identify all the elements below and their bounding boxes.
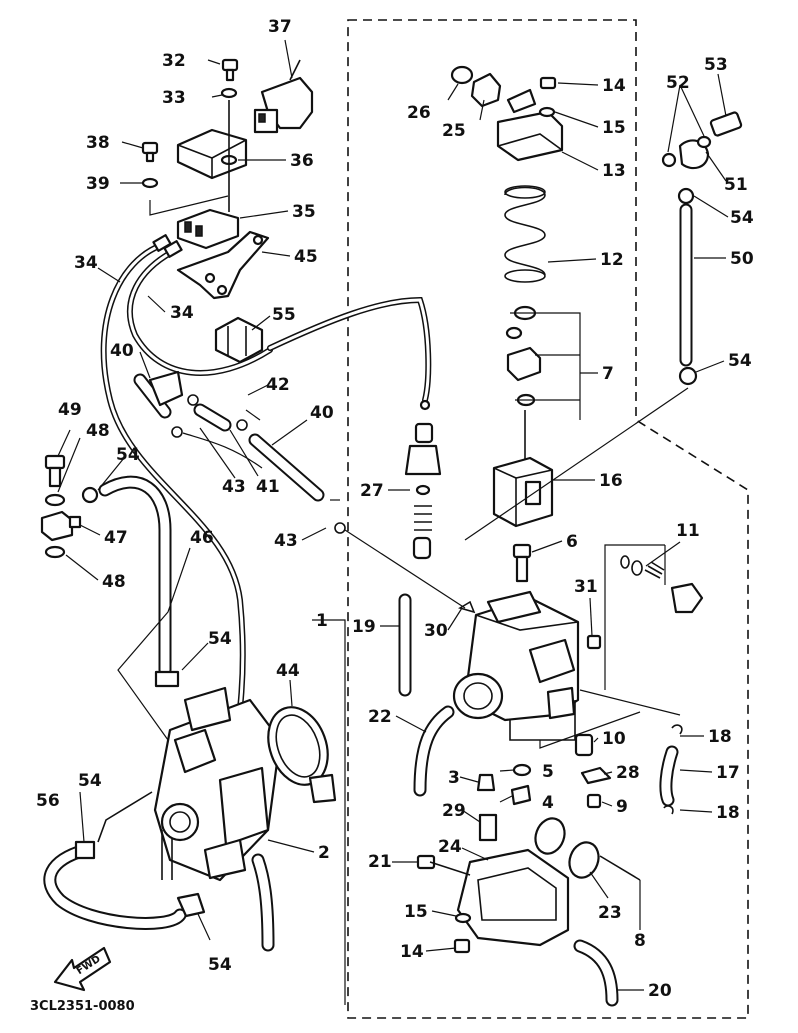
callout-54d: 54	[208, 955, 232, 975]
hose-17	[659, 724, 683, 815]
callout-14b: 14	[400, 942, 424, 962]
callout-34a: 34	[74, 253, 98, 273]
callout-11: 11	[676, 521, 700, 541]
callout-54c: 54	[78, 771, 102, 791]
callout-12: 12	[600, 250, 624, 270]
carburetor-assembly-left	[153, 686, 282, 952]
callout-40a: 40	[110, 341, 134, 361]
callout-54e: 54	[730, 208, 754, 228]
callout-39: 39	[86, 174, 110, 194]
callout-15b: 15	[404, 902, 428, 922]
hose-22	[413, 705, 455, 797]
pilot-screw-set	[604, 544, 704, 690]
screw-31	[586, 634, 602, 650]
throttle-valve	[492, 456, 554, 528]
vent-pipe-50	[464, 111, 743, 541]
float-chamber-group	[416, 817, 641, 1007]
callout-40b: 40	[310, 403, 334, 423]
callout-44: 44	[276, 661, 300, 681]
callout-49: 49	[58, 400, 82, 420]
callout-54b: 54	[208, 629, 232, 649]
callout-35: 35	[292, 202, 316, 222]
callout-18b: 18	[716, 803, 740, 823]
callout-46: 46	[190, 528, 214, 548]
callout-23: 23	[598, 903, 622, 923]
carb-top-cover	[496, 76, 564, 162]
callout-30: 30	[424, 621, 448, 641]
callout-25: 25	[442, 121, 466, 141]
hose-band-44	[267, 706, 337, 804]
callout-45: 45	[294, 247, 318, 267]
leader-lines	[57, 39, 729, 1005]
callout-6: 6	[566, 532, 578, 552]
callout-52: 52	[666, 73, 690, 93]
throttle-stop-screw	[512, 543, 532, 583]
hot-starter-cable	[214, 296, 432, 411]
carburetor-body-right	[452, 590, 681, 749]
callout-48b: 48	[102, 572, 126, 592]
cdi-unit-group	[141, 58, 314, 300]
callout-18a: 18	[708, 727, 732, 747]
callout-47: 47	[104, 528, 128, 548]
callout-8: 8	[634, 931, 646, 951]
callout-34b: 34	[170, 303, 194, 323]
callout-3: 3	[448, 768, 460, 788]
callout-27: 27	[360, 481, 384, 501]
hot-starter-plunger	[404, 422, 442, 560]
callout-42: 42	[266, 375, 290, 395]
callout-22: 22	[368, 707, 392, 727]
callout-28: 28	[616, 763, 640, 783]
callout-51: 51	[724, 175, 748, 195]
jet-needle-group	[505, 305, 581, 462]
callout-50: 50	[730, 249, 754, 269]
callout-16: 16	[599, 471, 623, 491]
callout-36: 36	[290, 151, 314, 171]
callout-33: 33	[162, 88, 186, 108]
callout-9: 9	[616, 797, 628, 817]
banjo-bolt-stack	[40, 454, 82, 559]
callout-10: 10	[602, 729, 626, 749]
callout-19: 19	[352, 617, 376, 637]
diagram-code: 3CL2351-0080	[30, 999, 135, 1014]
callout-37: 37	[268, 17, 292, 37]
assembly-boundary	[347, 19, 749, 1019]
callout-21: 21	[368, 852, 392, 872]
callout-31: 31	[574, 577, 598, 597]
callout-15a: 15	[602, 118, 626, 138]
callout-17: 17	[716, 763, 740, 783]
top-cap-parts	[450, 65, 502, 108]
callout-20: 20	[648, 981, 672, 1001]
callout-2: 2	[318, 843, 330, 863]
callout-14a: 14	[602, 76, 626, 96]
callout-54f: 54	[728, 351, 752, 371]
callout-48a: 48	[86, 421, 110, 441]
callout-4: 4	[542, 793, 554, 813]
clip-30	[458, 600, 476, 614]
callout-53: 53	[704, 55, 728, 75]
callout-labels: 37 32 33 38 36 39 35 45 34 34 55 40 42 4…	[30, 17, 754, 1014]
callout-26: 26	[407, 103, 431, 123]
callout-56: 56	[36, 791, 60, 811]
forward-arrow	[53, 946, 112, 992]
breather-pipe-group	[133, 370, 466, 609]
callout-54a: 54	[116, 445, 140, 465]
callout-32: 32	[162, 51, 186, 71]
callout-38: 38	[86, 133, 110, 153]
throttle-valve-spring	[504, 185, 546, 283]
callout-41: 41	[256, 477, 280, 497]
callout-55: 55	[272, 305, 296, 325]
callout-7: 7	[602, 364, 614, 384]
callout-43a: 43	[222, 477, 246, 497]
jet-parts	[476, 733, 612, 842]
callout-24: 24	[438, 837, 462, 857]
callout-43b: 43	[274, 531, 298, 551]
callout-1: 1	[316, 611, 328, 631]
callout-13: 13	[602, 161, 626, 181]
vent-hose-46	[81, 475, 180, 688]
callout-29: 29	[442, 801, 466, 821]
callout-5: 5	[542, 762, 554, 782]
drain-hose-56	[43, 791, 206, 930]
